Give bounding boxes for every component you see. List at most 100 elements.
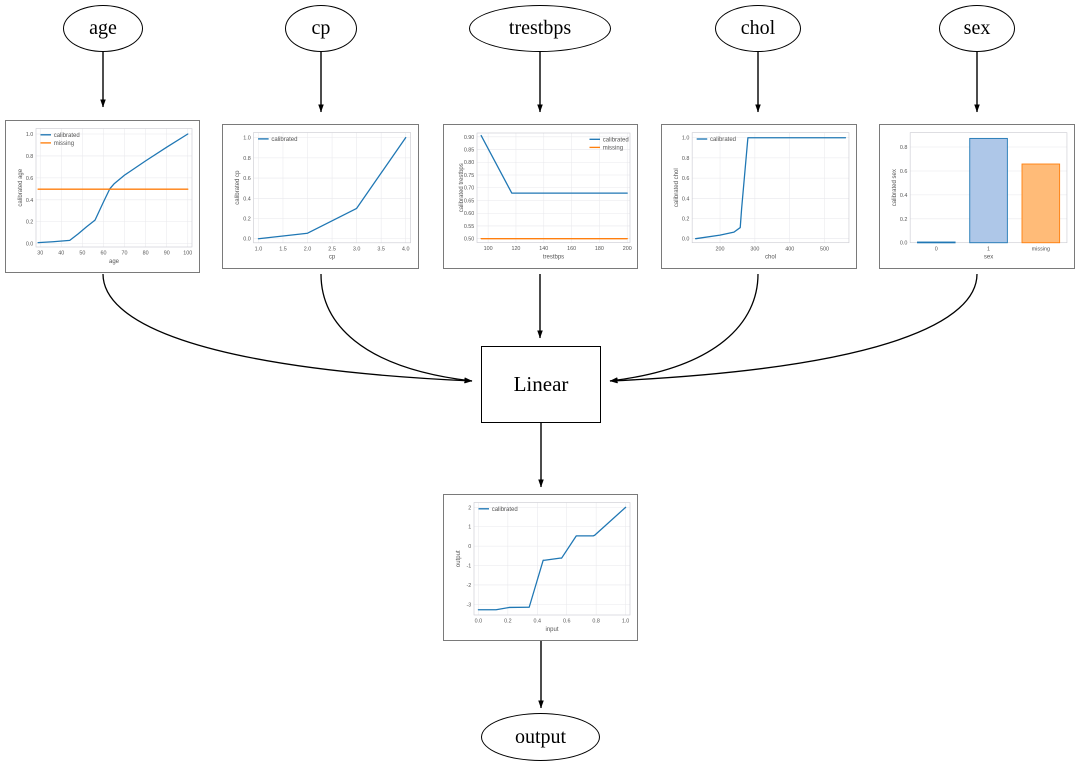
- svg-text:1.5: 1.5: [279, 246, 287, 252]
- svg-text:0.0: 0.0: [26, 242, 33, 248]
- svg-text:0.60: 0.60: [464, 211, 474, 217]
- svg-text:2: 2: [468, 505, 471, 511]
- chart-panel-age: 30 40 50 60 70 80 90 100 0.0 0.2 0.4 0.6 0.8 1.0 age ca…: [5, 120, 200, 273]
- svg-text:sex: sex: [984, 255, 993, 261]
- svg-text:0.2: 0.2: [26, 220, 33, 226]
- svg-text:-2: -2: [467, 583, 472, 589]
- svg-text:0.85: 0.85: [464, 148, 474, 154]
- svg-text:2.0: 2.0: [304, 246, 312, 252]
- svg-text:1.0: 1.0: [622, 619, 629, 625]
- svg-text:70: 70: [122, 251, 128, 257]
- svg-text:0.70: 0.70: [464, 186, 474, 192]
- svg-text:0.4: 0.4: [900, 193, 908, 199]
- svg-text:0.90: 0.90: [464, 135, 474, 141]
- node-cp-label: cp: [311, 17, 331, 39]
- svg-text:calibrated: calibrated: [603, 137, 629, 143]
- svg-text:0.8: 0.8: [26, 154, 33, 160]
- node-sex-label: sex: [963, 17, 991, 39]
- svg-text:calibrated: calibrated: [492, 507, 518, 513]
- svg-text:0.2: 0.2: [504, 619, 511, 625]
- svg-text:0.6: 0.6: [243, 176, 251, 182]
- svg-text:0.8: 0.8: [243, 156, 251, 162]
- svg-text:30: 30: [37, 251, 43, 257]
- svg-text:160: 160: [567, 246, 576, 252]
- svg-text:missing: missing: [1032, 246, 1050, 252]
- svg-text:0.0: 0.0: [900, 241, 908, 247]
- node-output-label: output: [514, 725, 567, 748]
- svg-text:0.6: 0.6: [26, 176, 33, 182]
- svg-text:100: 100: [183, 251, 192, 257]
- svg-text:0.8: 0.8: [592, 619, 599, 625]
- svg-text:200: 200: [623, 246, 632, 252]
- edge-sex-chart-to-linear: [609, 273, 978, 384]
- svg-text:cp: cp: [329, 255, 336, 261]
- svg-text:200: 200: [716, 246, 725, 252]
- svg-text:1.0: 1.0: [26, 132, 33, 138]
- svg-text:0.0: 0.0: [243, 237, 251, 243]
- svg-text:40: 40: [58, 251, 64, 257]
- chart-age: 30 40 50 60 70 80 90 100 0.0 0.2 0.4 0.6 0.8 1.0 age ca…: [18, 128, 193, 265]
- svg-text:trestbps: trestbps: [543, 254, 564, 260]
- node-sex[interactable]: sex: [939, 5, 1015, 52]
- svg-text:500: 500: [820, 246, 829, 252]
- svg-text:0.55: 0.55: [464, 224, 474, 230]
- svg-text:0.2: 0.2: [682, 216, 690, 222]
- edge-cp-chart-to-linear: [320, 273, 473, 383]
- svg-text:0.2: 0.2: [900, 217, 908, 223]
- svg-text:400: 400: [785, 246, 794, 252]
- svg-text:4.0: 4.0: [402, 246, 410, 252]
- svg-text:0.80: 0.80: [464, 160, 474, 166]
- svg-text:50: 50: [79, 251, 85, 257]
- node-chol[interactable]: chol: [715, 5, 801, 52]
- svg-text:140: 140: [539, 246, 548, 252]
- svg-text:80: 80: [143, 251, 149, 257]
- svg-text:180: 180: [595, 246, 604, 252]
- svg-text:0.6: 0.6: [563, 619, 570, 625]
- svg-text:calibrated: calibrated: [271, 137, 297, 143]
- node-trestbps[interactable]: trestbps: [469, 5, 611, 52]
- svg-text:0.0: 0.0: [475, 619, 482, 625]
- edge-chol-chart-to-linear: [609, 273, 759, 383]
- svg-text:90: 90: [164, 251, 170, 257]
- svg-text:0.4: 0.4: [534, 619, 541, 625]
- svg-text:1.0: 1.0: [255, 246, 263, 252]
- svg-text:missing: missing: [54, 141, 74, 147]
- svg-text:3.0: 3.0: [353, 246, 361, 252]
- svg-text:60: 60: [100, 251, 106, 257]
- svg-text:0.8: 0.8: [900, 145, 908, 151]
- svg-text:0.4: 0.4: [26, 198, 33, 204]
- svg-text:output: output: [456, 550, 462, 567]
- node-cp[interactable]: cp: [285, 5, 357, 52]
- svg-text:-3: -3: [467, 602, 472, 608]
- node-linear[interactable]: Linear: [481, 346, 601, 423]
- svg-text:calibrated cp: calibrated cp: [235, 170, 241, 205]
- svg-text:0.8: 0.8: [682, 156, 690, 162]
- svg-text:calibrated: calibrated: [54, 133, 80, 139]
- svg-text:120: 120: [511, 246, 520, 252]
- node-linear-label: Linear: [513, 372, 569, 396]
- svg-text:age: age: [109, 259, 120, 265]
- svg-text:1: 1: [468, 525, 471, 531]
- svg-text:missing: missing: [603, 146, 623, 152]
- svg-text:0.6: 0.6: [682, 176, 690, 182]
- edge-age-chart-to-linear: [102, 273, 473, 384]
- svg-text:0.65: 0.65: [464, 198, 474, 204]
- node-output[interactable]: output: [481, 713, 600, 761]
- node-trestbps-label: trestbps: [508, 17, 572, 39]
- svg-text:0.50: 0.50: [464, 237, 474, 243]
- node-age[interactable]: age: [63, 5, 143, 52]
- svg-text:3.5: 3.5: [377, 246, 385, 252]
- svg-text:chol: chol: [765, 255, 776, 261]
- svg-text:1.0: 1.0: [243, 136, 251, 142]
